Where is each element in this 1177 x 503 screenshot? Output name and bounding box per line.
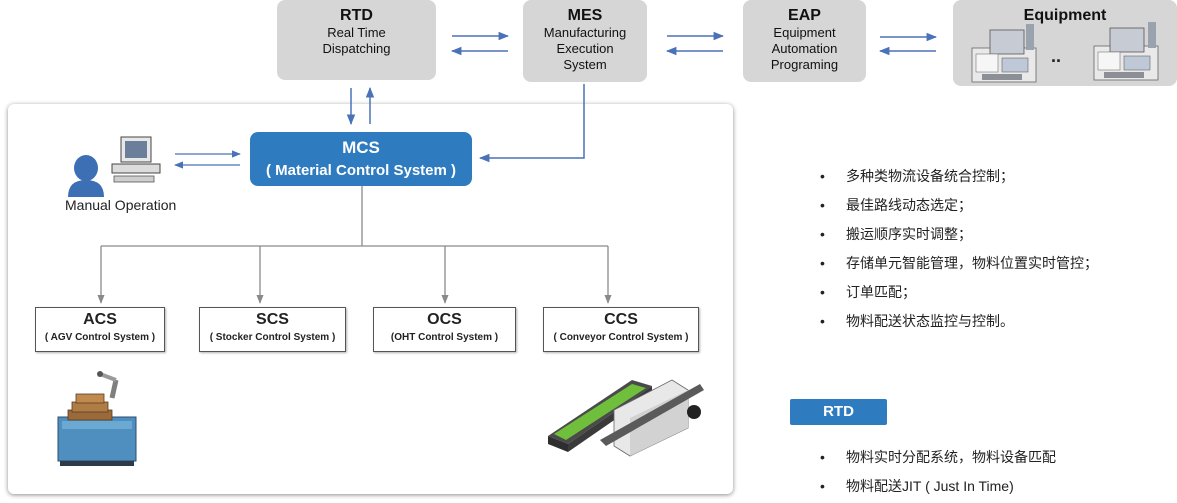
rtd-section-label: RTD: [790, 399, 887, 425]
acs-box: ACS ( AGV Control System ): [35, 307, 165, 352]
mcs-title: MCS: [342, 138, 380, 157]
mcs-box: MCS ( Material Control System ): [250, 132, 472, 186]
ocs-subtitle: (OHT Control System ): [390, 332, 499, 343]
equipment-title: Equipment: [1023, 7, 1107, 24]
rtd-feature-list: 物料实时分配系统，物料设备匹配 物料配送JIT ( Just In Time): [816, 443, 1056, 501]
ccs-subtitle: ( Conveyor Control System ): [553, 332, 689, 343]
rtd-line-1: Real Time: [327, 25, 386, 40]
rtd-box: RTD Real Time Dispatching: [277, 0, 436, 80]
mes-title: MES: [567, 7, 603, 24]
scs-subtitle: ( Stocker Control System ): [209, 332, 336, 343]
ocs-box: OCS (OHT Control System ): [373, 307, 516, 352]
ocs-title: OCS: [427, 311, 462, 328]
mes-line-2: Execution: [556, 41, 614, 56]
operator-computer-icon: [68, 136, 161, 197]
list-item: 物料实时分配系统，物料设备匹配: [816, 443, 1056, 472]
eap-line-2: Automation: [771, 41, 838, 56]
eap-line-1: Equipment: [773, 25, 836, 40]
manual-operation-label: Manual Operation: [65, 197, 177, 213]
rtd-line-2: Dispatching: [322, 41, 391, 56]
mcs-subtitle: ( Material Control System ): [265, 162, 457, 179]
list-item: 物料配送状态监控与控制。: [816, 307, 1098, 336]
equipment-ellipsis: ..: [1051, 46, 1062, 66]
scs-box: SCS ( Stocker Control System ): [199, 307, 346, 352]
list-item: 搬运顺序实时调整；: [816, 220, 1098, 249]
conveyor-icon: [548, 379, 704, 457]
ccs-title: CCS: [604, 311, 638, 328]
mes-line-3: System: [563, 57, 607, 72]
mes-line-1: Manufacturing: [543, 25, 627, 40]
agv-robot-icon: [57, 371, 137, 466]
list-item: 物料配送JIT ( Just In Time): [816, 472, 1056, 501]
rtd-title: RTD: [340, 7, 373, 24]
eap-box: EAP Equipment Automation Programing: [743, 0, 866, 82]
acs-title: ACS: [83, 311, 117, 328]
list-item: 存储单元智能管理，物料位置实时管控；: [816, 249, 1098, 278]
equipment-machine-icon: [971, 24, 1037, 83]
list-item: 多种类物流设备统合控制；: [816, 162, 1098, 191]
acs-subtitle: ( AGV Control System ): [44, 332, 156, 343]
eap-title: EAP: [788, 7, 821, 24]
ccs-box: CCS ( Conveyor Control System ): [543, 307, 699, 352]
equipment-machine-icon: [1093, 22, 1159, 81]
list-item: 订单匹配；: [816, 278, 1098, 307]
mcs-feature-list: 多种类物流设备统合控制； 最佳路线动态选定； 搬运顺序实时调整； 存储单元智能管…: [816, 162, 1098, 336]
list-item: 最佳路线动态选定；: [816, 191, 1098, 220]
scs-title: SCS: [256, 311, 289, 328]
mes-box: MES Manufacturing Execution System: [523, 0, 647, 82]
arrow-mes-to-mcs: [478, 84, 585, 163]
eap-line-3: Programing: [770, 57, 839, 72]
